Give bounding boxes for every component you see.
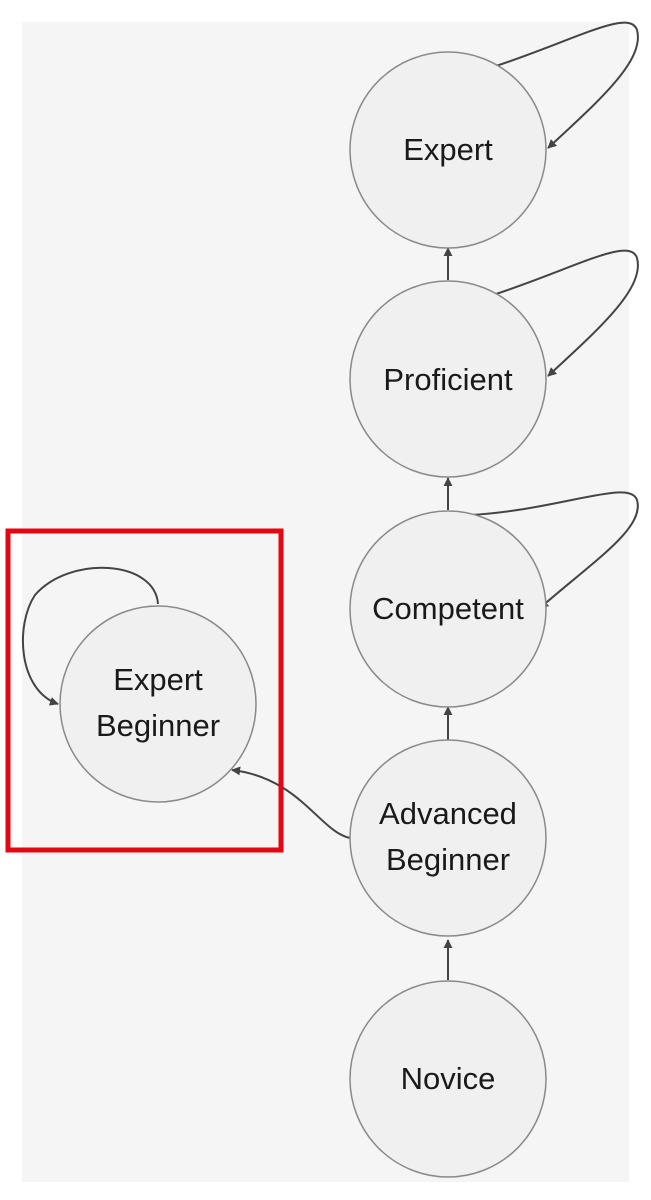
node-label-proficient: Proficient [383,362,513,397]
node-competent [349,510,547,708]
self-loop-expert-beginner [21,566,159,706]
highlight-box [5,528,284,853]
node-novice [349,980,547,1178]
node-label-advanced-beginner-line1: Advanced [379,796,517,831]
self-loop-proficient [495,249,639,377]
node-expert [349,51,547,249]
node-label-novice: Novice [401,1061,496,1096]
self-loop-competent [469,491,639,609]
node-label-competent: Competent [372,591,524,626]
node-label-expert-beginner-line1: Expert [113,662,203,697]
node-label-expert: Expert [403,132,493,167]
edge-advanced-beginner-to-expert-beginner [231,766,351,839]
node-label-expert-beginner-line2: Beginner [96,708,220,743]
self-loop-expert [495,21,639,149]
node-proficient [349,280,547,478]
node-label-advanced-beginner-line2: Beginner [386,842,510,877]
node-advanced-beginner [349,739,547,937]
node-expert-beginner [59,605,257,803]
